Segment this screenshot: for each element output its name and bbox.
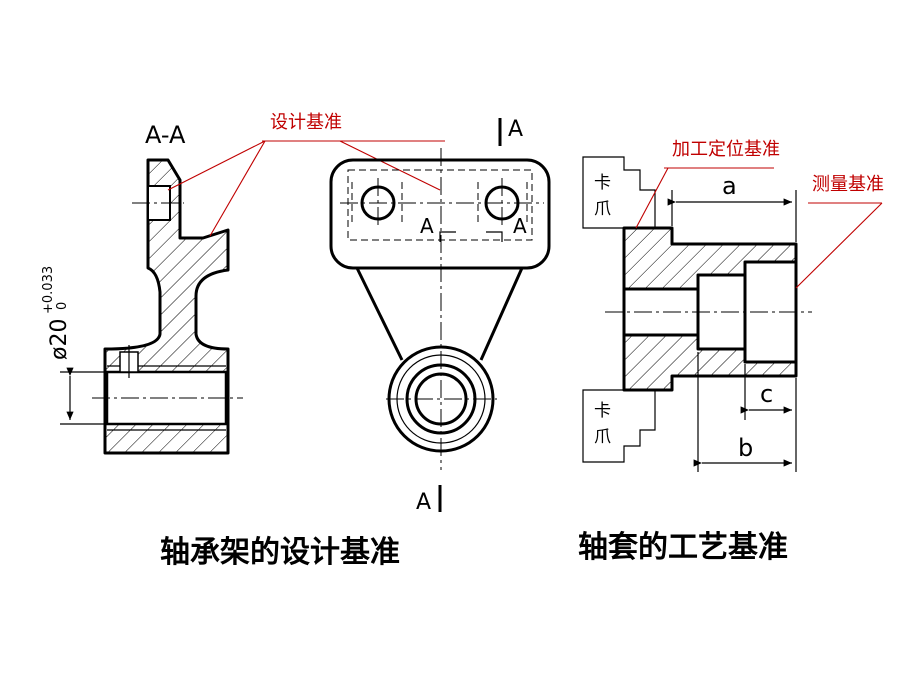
sleeve-view: 卡 爪 卡 爪 a c b 加工定位基准 测量基准 bbox=[582, 139, 884, 472]
bracket-legs bbox=[355, 267, 524, 361]
lower-jaw bbox=[582, 389, 656, 463]
positioning-datum-label: 加工定位基准 bbox=[672, 139, 780, 160]
section-label: A-A bbox=[145, 121, 186, 149]
dim-b: b bbox=[738, 434, 753, 462]
caption-right: 轴套的工艺基准 bbox=[578, 530, 788, 565]
caption-left: 轴承架的设计基准 bbox=[160, 535, 400, 570]
tolerance-upper: +0.033 bbox=[41, 266, 56, 314]
tolerance-lower: 0 bbox=[55, 302, 70, 310]
diameter-dim: ø20 bbox=[47, 319, 72, 360]
measuring-datum-label: 测量基准 bbox=[812, 174, 884, 195]
bracket-section-view: A-A ø20 +0.033 0 设计基准 bbox=[41, 112, 445, 455]
cut-mark-bottom: A bbox=[416, 490, 431, 515]
bracket-front-view: A A A A bbox=[329, 117, 551, 515]
dim-c: c bbox=[760, 380, 773, 408]
sleeve-upper bbox=[622, 226, 798, 291]
inner-mark-right: A bbox=[513, 214, 527, 238]
design-datum-label: 设计基准 bbox=[270, 112, 342, 133]
jaw-bottom-label: 卡 bbox=[594, 401, 611, 421]
upper-jaw bbox=[582, 156, 656, 229]
top-block bbox=[329, 158, 551, 270]
jaw-top-label: 卡 bbox=[594, 173, 611, 193]
svg-text:爪: 爪 bbox=[594, 199, 611, 219]
cut-mark-top: A bbox=[508, 117, 523, 142]
dim-a: a bbox=[722, 172, 737, 200]
inner-mark-left: A bbox=[420, 214, 434, 238]
svg-text:爪: 爪 bbox=[594, 427, 611, 447]
